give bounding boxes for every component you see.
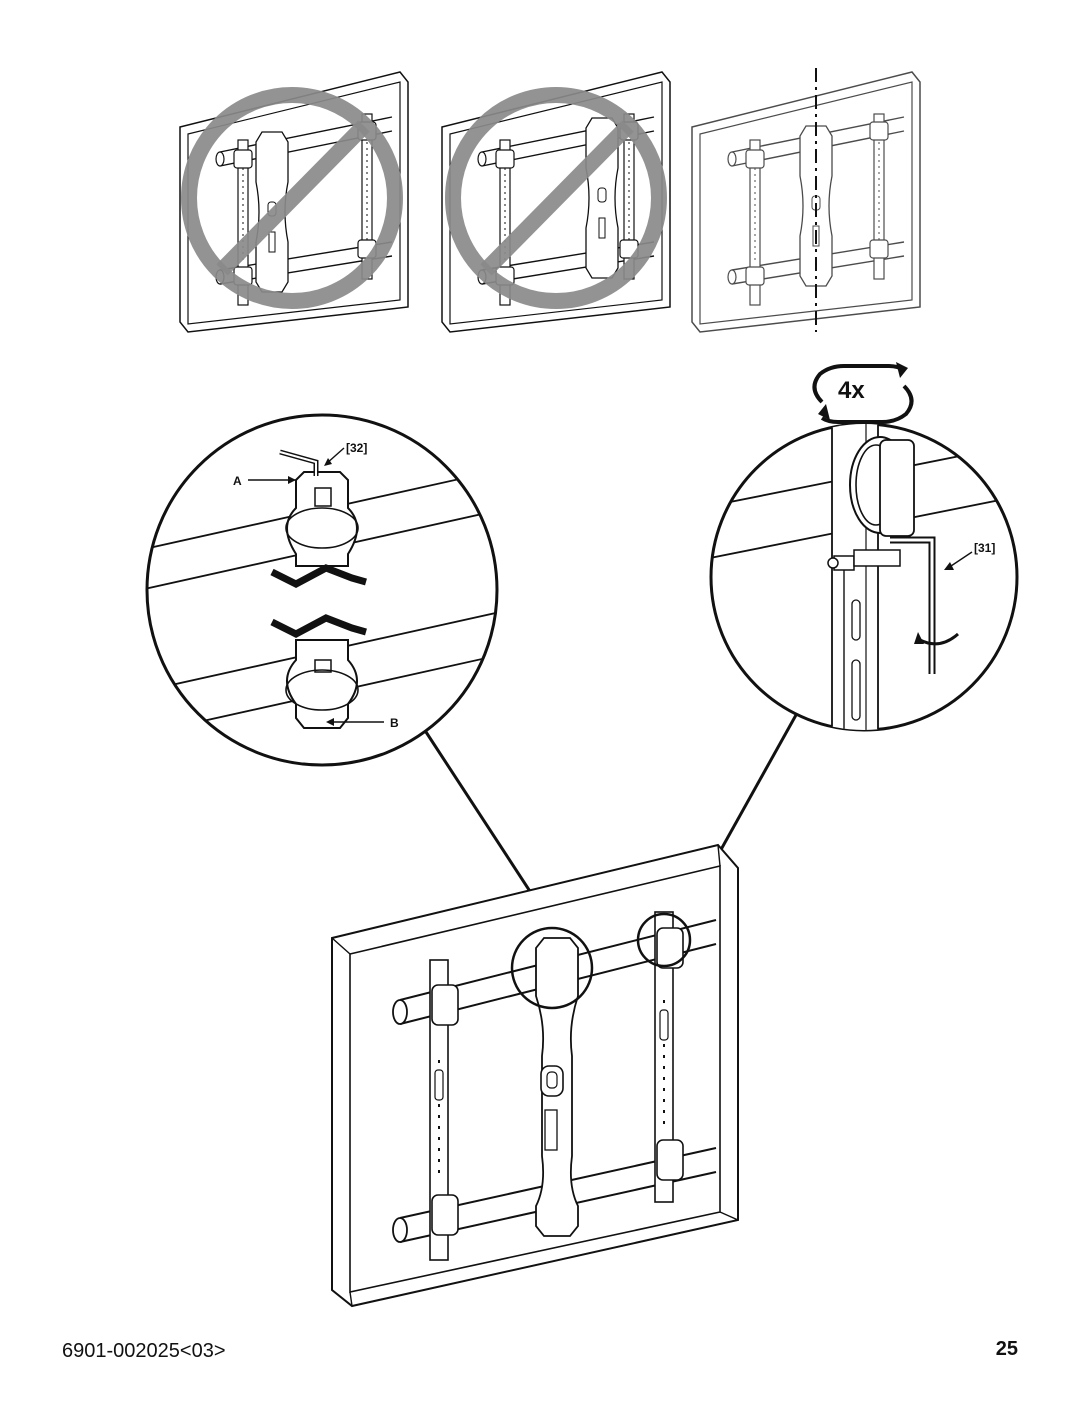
label-a: A bbox=[233, 474, 242, 488]
detail-circle-tighten: [31] bbox=[709, 422, 1019, 732]
prohibited-icon bbox=[181, 87, 403, 309]
label-b: B bbox=[390, 716, 399, 730]
wrong-position-left-panel bbox=[179, 71, 409, 333]
prohibited-icon bbox=[445, 87, 667, 309]
wrong-position-middle-panel bbox=[441, 71, 671, 333]
turn-arrow-icon bbox=[914, 632, 959, 646]
rotate-arrows-icon: 4x bbox=[812, 362, 914, 424]
part-32-callout: [32] bbox=[346, 441, 367, 455]
part-31-callout: [31] bbox=[974, 541, 995, 555]
detail-circle-bracket-slide: A B [32] bbox=[145, 413, 499, 767]
repeat-count: 4x bbox=[838, 377, 865, 404]
correct-position-panel bbox=[691, 71, 921, 333]
main-mount-illustration bbox=[331, 843, 739, 1308]
document-code: 6901-002025<03> bbox=[62, 1340, 226, 1362]
page-number: 25 bbox=[995, 1338, 1018, 1360]
